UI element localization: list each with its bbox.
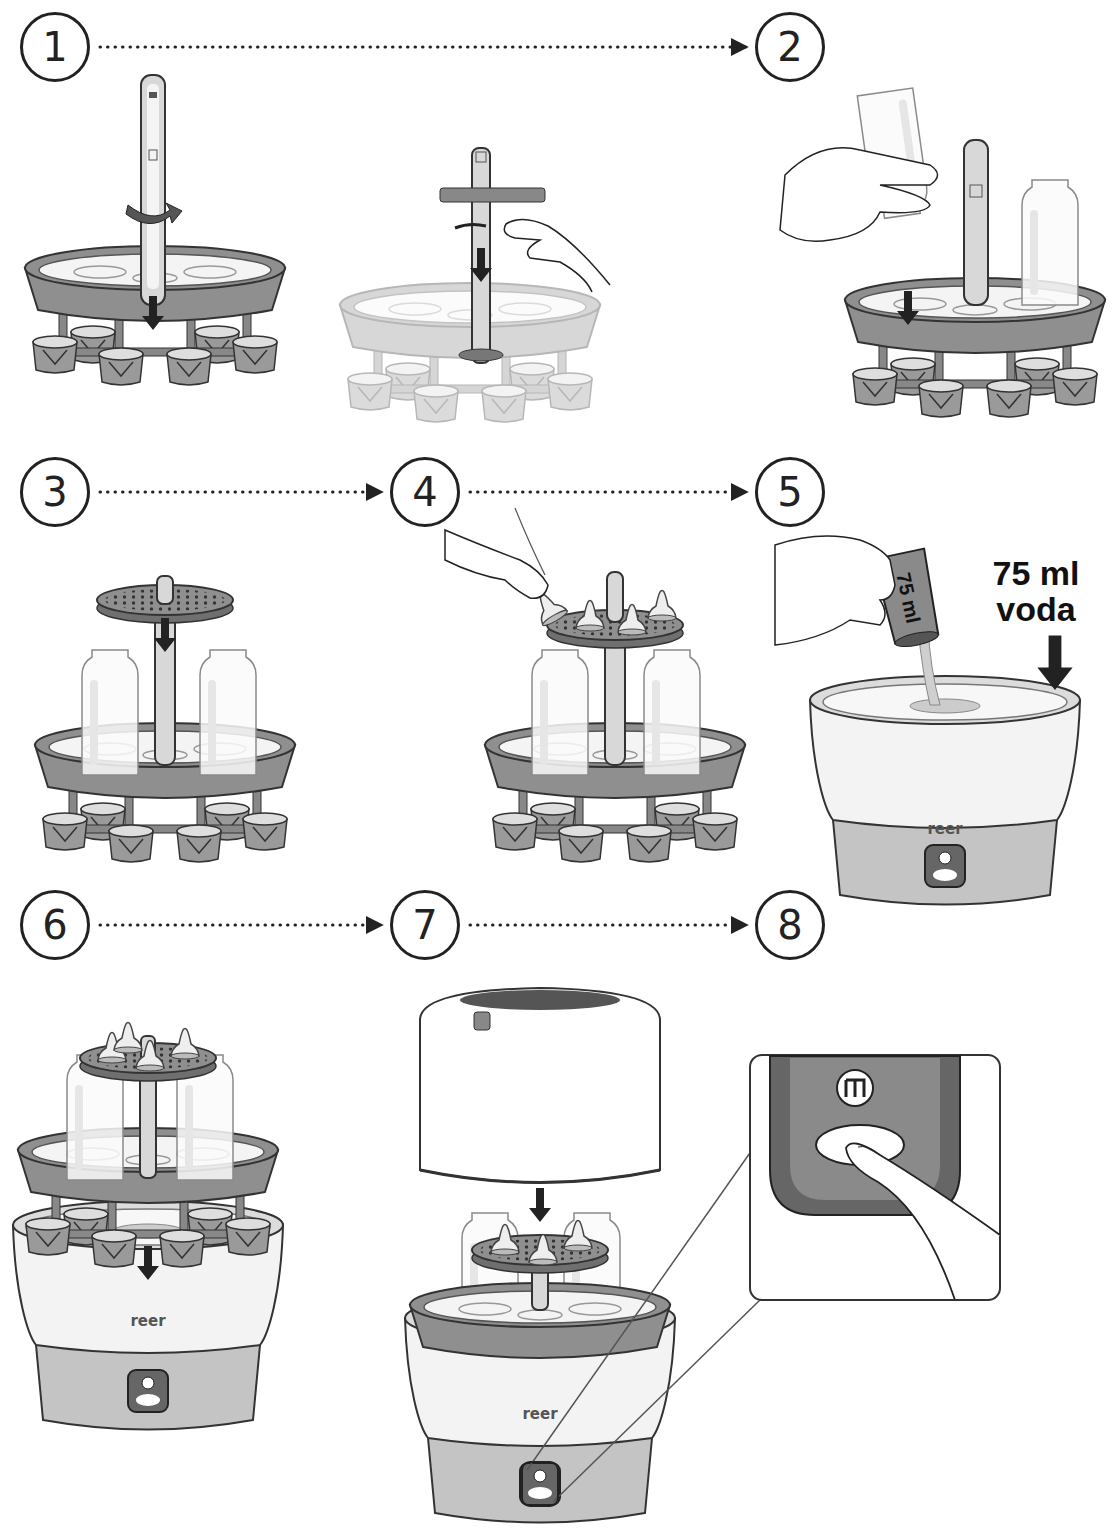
step-number: 5 bbox=[777, 472, 802, 512]
step-5-water-part bbox=[1037, 636, 1072, 690]
step-3-tray-part bbox=[200, 650, 256, 775]
step-4-teats-part bbox=[648, 591, 676, 622]
step-2-bottles-part bbox=[1022, 180, 1078, 305]
step-number: 3 bbox=[42, 472, 67, 512]
step-7-lid-part bbox=[564, 1221, 592, 1252]
step-7-lid-part bbox=[420, 988, 660, 1183]
step-7-lid-part bbox=[460, 990, 620, 1010]
step-2-bottles-part bbox=[964, 140, 988, 305]
step-4-teats-part bbox=[607, 572, 623, 622]
step-8-power-button-part bbox=[846, 1080, 864, 1097]
step-6-assemble-part bbox=[171, 1029, 199, 1060]
step-1-lock-pole-part bbox=[470, 248, 492, 282]
step-6-assemble-part bbox=[114, 1023, 142, 1054]
step-arrow bbox=[100, 491, 382, 494]
step-1-lock-pole-part bbox=[455, 224, 486, 228]
step-number: 8 bbox=[777, 905, 802, 945]
step-number: 4 bbox=[412, 472, 437, 512]
step-8-power-button bbox=[522, 1055, 1000, 1506]
step-arrow bbox=[470, 924, 747, 927]
step-8-power-button-part bbox=[846, 1143, 1000, 1300]
step-8-power-button-part bbox=[553, 1298, 762, 1502]
step-8-power-button-part bbox=[522, 1462, 558, 1506]
brand-logo: reer bbox=[522, 1407, 557, 1423]
step-7-lid-part bbox=[474, 1012, 490, 1030]
step-5-water-part-part bbox=[894, 629, 940, 650]
step-2-bottles bbox=[780, 88, 1105, 417]
step-7-lid bbox=[405, 988, 675, 1523]
step-3-tray bbox=[35, 576, 295, 862]
step-3-tray-part bbox=[154, 618, 176, 652]
step-number-circle: 6 bbox=[20, 890, 90, 960]
step-number-circle: 1 bbox=[20, 12, 90, 82]
step-1-lock-pole-part bbox=[340, 283, 600, 422]
step-number-circle: 7 bbox=[390, 890, 460, 960]
water-amount: 75 ml voda bbox=[971, 556, 1101, 627]
step-number-circle: 5 bbox=[755, 457, 825, 527]
step-4-teats-part bbox=[644, 650, 700, 775]
step-4-teats-part bbox=[515, 508, 545, 575]
step-1-lock-pole bbox=[340, 148, 610, 422]
step-7-lid-part bbox=[491, 1225, 519, 1256]
step-1-insert-pole-part bbox=[149, 150, 157, 160]
step-1-lock-pole-part bbox=[476, 152, 486, 162]
step-8-power-button-part bbox=[750, 1055, 1000, 1300]
step-1-insert-pole bbox=[25, 75, 285, 385]
brand-logo: reer bbox=[130, 1314, 165, 1330]
step-1-insert-pole-part bbox=[126, 203, 182, 224]
step-number: 7 bbox=[412, 905, 437, 945]
step-8-power-button-part bbox=[527, 1150, 752, 1470]
step-6-assemble-part bbox=[137, 1246, 159, 1280]
step-1-lock-pole-part bbox=[459, 349, 503, 361]
step-8-power-button-part bbox=[837, 1070, 873, 1106]
step-1-insert-pole-part bbox=[147, 84, 159, 289]
step-8-power-button-part bbox=[858, 1147, 875, 1152]
step-4-teats-part bbox=[576, 601, 604, 632]
step-number: 2 bbox=[777, 27, 802, 67]
step-7-lid-part bbox=[529, 1188, 551, 1222]
step-2-bottles-part bbox=[780, 148, 938, 241]
brand-logo: reer bbox=[927, 822, 962, 838]
step-7-lid-part bbox=[529, 1235, 557, 1266]
step-arrow bbox=[470, 491, 747, 494]
step-3-tray-part bbox=[157, 576, 173, 604]
step-3-tray-part bbox=[82, 650, 138, 775]
step-arrow bbox=[100, 46, 747, 49]
step-5-water-part bbox=[810, 676, 1080, 905]
step-1-lock-pole-part bbox=[504, 219, 610, 292]
step-number-circle: 4 bbox=[390, 457, 460, 527]
step-2-bottles-part bbox=[970, 185, 982, 197]
step-1-lock-pole-part-part bbox=[340, 283, 600, 422]
step-2-bottles-part bbox=[897, 291, 919, 325]
step-arrow bbox=[100, 924, 382, 927]
step-number-circle: 8 bbox=[755, 890, 825, 960]
step-5-water-part bbox=[775, 536, 895, 645]
step-1-insert-pole-part bbox=[142, 296, 164, 330]
step-4-teats-part bbox=[618, 605, 646, 636]
step-number: 6 bbox=[42, 905, 67, 945]
step-1-insert-pole-part bbox=[149, 92, 157, 98]
step-4-teats-part bbox=[445, 530, 548, 598]
step-1-lock-pole-part bbox=[440, 188, 545, 202]
step-4-teats bbox=[445, 508, 745, 862]
step-4-teats-part bbox=[532, 650, 588, 775]
step-3-tray-part bbox=[155, 600, 175, 765]
step-6-assemble bbox=[13, 1023, 283, 1430]
step-7-lid-part bbox=[420, 1170, 660, 1183]
step-1-insert-pole-part bbox=[141, 75, 165, 305]
step-number-circle: 2 bbox=[755, 12, 825, 82]
step-number: 1 bbox=[42, 27, 67, 67]
step-number-circle: 3 bbox=[20, 457, 90, 527]
